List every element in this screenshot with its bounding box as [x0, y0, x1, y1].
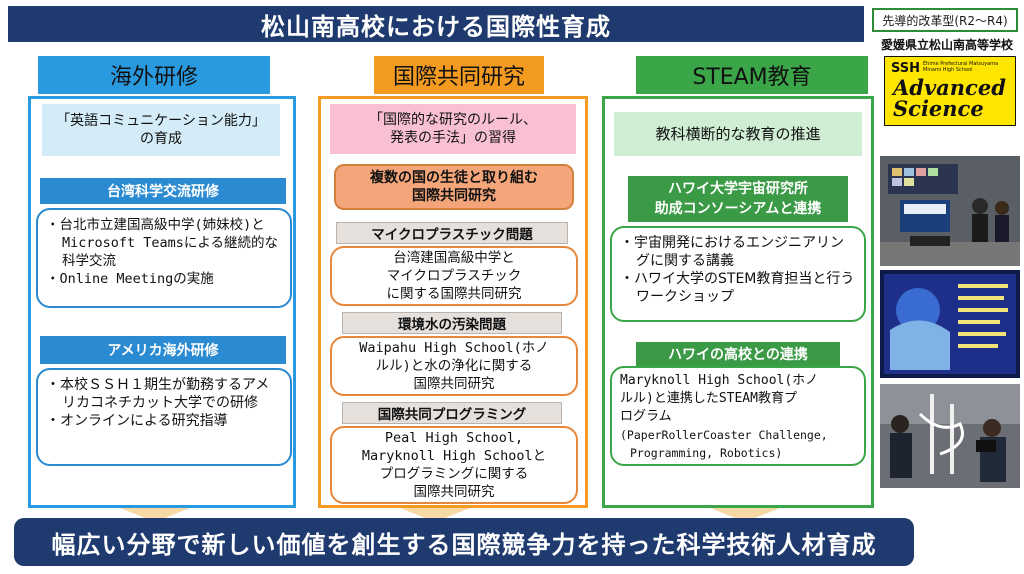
box-programming: Peal High School, Maryknoll High Schoolと… [330, 426, 578, 504]
logo-ssh: SSH [891, 61, 921, 76]
us-item-2: ・オンラインによる研究指導 [46, 413, 228, 429]
programming-line2: Maryknoll High Schoolと [361, 448, 547, 464]
box-hawaii-high-school: Maryknoll High School(ホノ ルル)と連携したSTEAM教育… [610, 366, 866, 466]
hawaii-hs-line3: ログラム [620, 409, 672, 424]
hawaii-hs-note2: Programming, Robotics) [630, 446, 783, 460]
box-us-training: ・本校ＳＳＨ１期生が勤務するアメリカコネチカット大学での研修 ・オンラインによる… [36, 368, 292, 466]
program-badge: 先導的改革型(R2〜R4) [872, 8, 1018, 32]
goal-overseas-line2: の育成 [140, 131, 182, 147]
water-line2: ルル)と水の浄化に関する [375, 358, 533, 374]
bottom-goal-banner: 幅広い分野で新しい価値を創生する国際競争力を持った科学技術人材育成 [14, 518, 914, 566]
goal-overseas-line1: 「英語コミュニケーション能力」 [56, 113, 266, 129]
intro-joint-research: 複数の国の生徒と取り組む 国際共同研究 [334, 164, 574, 210]
microplastic-line1: 台湾建国高級中学と [393, 250, 515, 266]
box-taiwan-exchange: ・台北市立建国高級中学(姉妹校)とMicrosoft Teamsによる継続的な科… [36, 208, 292, 308]
heading-microplastic: マイクロプラスチック問題 [336, 222, 568, 244]
goal-joint-line2: 発表の手法」の習得 [390, 130, 516, 146]
goal-joint-line1: 「国際的な研究のルール、 [369, 112, 537, 128]
intro-joint-line1: 複数の国の生徒と取り組む [370, 170, 538, 186]
taiwan-item-1: ・台北市立建国高級中学(姉妹校)とMicrosoft Teamsによる継続的な科… [46, 217, 279, 269]
school-name: 愛媛県立松山南高等学校 [880, 38, 1013, 52]
page-title: 松山南高校における国際性育成 [8, 6, 864, 42]
hawaii-univ-line1: ハワイ大学宇宙研究所 [668, 181, 808, 197]
microplastic-line2: マイクロプラスチック [386, 268, 522, 284]
box-water-pollution: Waipahu High School(ホノ ルル)と水の浄化に関する 国際共同… [330, 336, 578, 396]
water-line3: 国際共同研究 [413, 376, 495, 392]
us-item-1: ・本校ＳＳＨ１期生が勤務するアメリカコネチカット大学での研修 [46, 377, 270, 411]
box-microplastic: 台湾建国高級中学と マイクロプラスチック に関する国際共同研究 [330, 246, 578, 306]
heading-joint-research: 国際共同研究 [374, 56, 544, 94]
ssh-logo: SSH Ehime Prefectural Matsuyama Minami H… [884, 56, 1016, 126]
logo-science: Science [893, 96, 984, 121]
water-line1: Waipahu High School(ホノ [359, 340, 549, 356]
programming-line4: 国際共同研究 [413, 484, 495, 500]
logo-advanced-science: Advanced Science [893, 77, 1006, 119]
logo-advanced: Advanced [893, 75, 1006, 100]
heading-hawaii-univ: ハワイ大学宇宙研究所 助成コンソーシアムと連携 [628, 176, 848, 222]
box-hawaii-univ: ・宇宙開発におけるエンジニアリングに関する講義 ・ハワイ大学のSTEM教育担当と… [610, 226, 866, 322]
hawaii-hs-line1: Maryknoll High School(ホノ [620, 373, 819, 388]
heading-overseas: 海外研修 [38, 56, 270, 94]
goal-joint-research: 「国際的な研究のルール、 発表の手法」の習得 [330, 104, 576, 154]
heading-hawaii-high-school: ハワイの高校との連携 [636, 342, 840, 366]
hawaii-hs-note1: (PaperRollerCoaster Challenge, [620, 428, 828, 442]
hawaii-hs-line2: ルル)と連携したSTEAM教育プ [620, 391, 797, 406]
hawaii-univ-item-2: ・ハワイ大学のSTEM教育担当と行うワークショップ [620, 271, 855, 305]
heading-programming: 国際共同プログラミング [342, 402, 562, 424]
heading-taiwan-exchange: 台湾科学交流研修 [40, 178, 286, 204]
heading-steam: STEAM教育 [636, 56, 868, 94]
goal-overseas: 「英語コミュニケーション能力」 の育成 [42, 104, 280, 156]
photo-presentation-slide [880, 270, 1020, 378]
logo-subtitle: Ehime Prefectural Matsuyama Minami High … [923, 61, 999, 73]
programming-line3: プログラミングに関する [379, 466, 529, 482]
goal-steam: 教科横断的な教育の推進 [614, 112, 862, 156]
hawaii-univ-item-1: ・宇宙開発におけるエンジニアリングに関する講義 [620, 235, 844, 269]
programming-line1: Peal High School, [384, 430, 524, 446]
intro-joint-line2: 国際共同研究 [412, 188, 496, 204]
microplastic-line3: に関する国際共同研究 [386, 286, 522, 302]
photo-online-meeting [880, 156, 1020, 266]
heading-water-pollution: 環境水の汚染問題 [342, 312, 562, 334]
taiwan-item-2: ・Online Meetingの実施 [46, 271, 214, 287]
heading-us-training: アメリカ海外研修 [40, 336, 286, 364]
photo-roller-coaster-workshop [880, 384, 1020, 488]
hawaii-univ-line2: 助成コンソーシアムと連携 [654, 201, 822, 217]
